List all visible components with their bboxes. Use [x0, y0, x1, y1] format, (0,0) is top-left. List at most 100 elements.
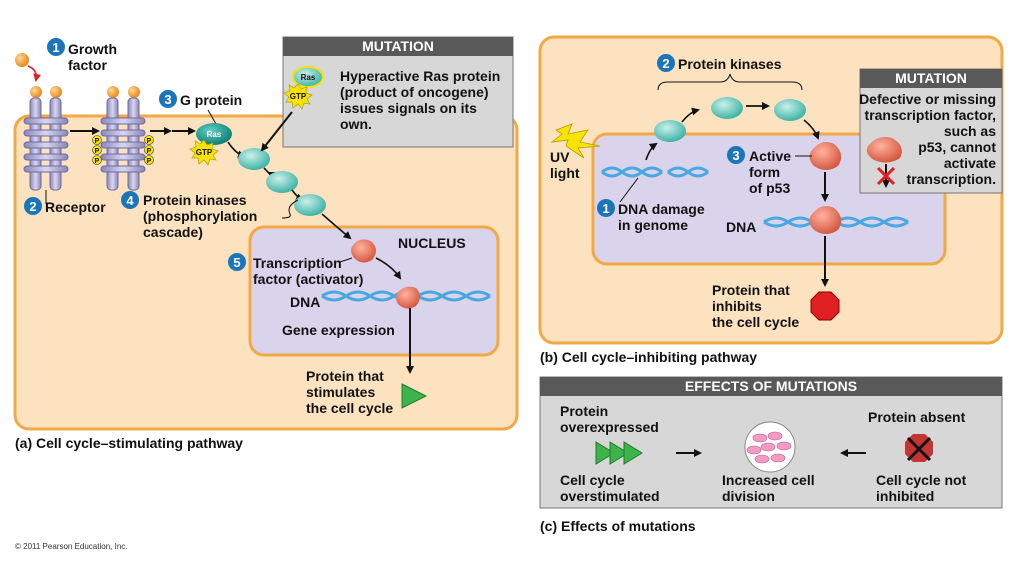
overstimulated-label-1: Cell cycle: [560, 472, 625, 488]
tf-label-1: Transcription: [253, 255, 342, 271]
mutation-header-a-bg: [283, 37, 513, 56]
step-number-a4: 4: [126, 193, 134, 208]
kinase-label-3: cascade): [143, 224, 203, 240]
p53-defective-icon: [866, 137, 902, 163]
step-number-b1: 1: [602, 201, 609, 216]
mutation-a-text-1: Hyperactive Ras protein: [340, 68, 500, 84]
damage-to-kinase-arrow: [645, 142, 658, 161]
kinase-b2-icon: [711, 97, 743, 119]
kinase-b1-icon: [654, 120, 686, 142]
receptor-label: Receptor: [45, 199, 106, 215]
inhibit-protein-label-2: inhibits: [712, 298, 762, 314]
step-badge-b2: [657, 54, 675, 72]
step-badge-a1: [47, 38, 65, 56]
kinase-2-icon: [266, 171, 298, 193]
mutation-a-arrow: [260, 111, 293, 152]
triple-triangle-icon: [595, 441, 643, 465]
growth-factor-label-1: Growth: [68, 41, 117, 57]
effects-header-bg: [540, 377, 1002, 396]
phospho-1: P: [95, 138, 100, 145]
p53-label-2: form: [749, 164, 780, 180]
gtp-label-a: GTP: [196, 148, 213, 157]
activator-on-dna-icon: [396, 286, 420, 309]
increased-division-label-2: division: [722, 488, 775, 504]
step-badge-a5: [228, 253, 246, 271]
step-badge-a2: [24, 197, 42, 215]
ras-label-a: Ras: [207, 130, 222, 139]
absent-stop-icon: [905, 434, 933, 462]
dna-damage-label-1: DNA damage: [618, 201, 705, 217]
copyright: © 2011 Pearson Education, Inc.: [15, 542, 127, 551]
gtp-label-mut: GTP: [290, 92, 307, 101]
blocked-x-icon: [876, 166, 896, 186]
receptor-2-icon: P P P P P P: [92, 86, 154, 191]
mutation-header-b: MUTATION: [895, 70, 967, 86]
p53-label-1: Active: [749, 148, 791, 164]
step-badge-b1: [597, 199, 615, 217]
mutation-b-text-4: p53, cannot: [918, 139, 996, 155]
kinase-3-icon: [294, 194, 326, 216]
mutation-a-text-2: (product of oncogene): [340, 84, 489, 100]
g-protein-pointer: [207, 109, 217, 125]
not-inhibited-label-1: Cell cycle not: [876, 472, 967, 488]
phospho-2: P: [95, 148, 100, 155]
inhibit-protein-label-1: Protein that: [712, 282, 790, 298]
mutation-b-text-5: activate: [944, 155, 996, 171]
caption-a: (a) Cell cycle–stimulating pathway: [15, 435, 243, 451]
phospho-4: P: [147, 138, 152, 145]
kinase-label-2: (phosphorylation: [143, 208, 257, 224]
stim-protein-label-1: Protein that: [306, 368, 384, 384]
tf-pointer: [339, 257, 353, 263]
kinase-bracket: [281, 199, 299, 219]
growth-factor-label-2: factor: [68, 57, 107, 73]
step-badge-b3: [727, 146, 745, 164]
dividing-cells-icon: [744, 421, 796, 473]
gtp-starburst-icon: [189, 139, 219, 166]
tf-to-dna-arrow: [375, 257, 402, 280]
ras-label-mut: Ras: [301, 73, 316, 82]
effects-header: EFFECTS OF MUTATIONS: [685, 378, 857, 394]
g-protein-label: G protein: [180, 92, 242, 108]
overstimulated-label-2: overstimulated: [560, 488, 660, 504]
damaged-dna-icon: [601, 166, 709, 178]
kinase-b-arrow-1: [681, 107, 700, 123]
kinase-1-icon: [238, 148, 270, 170]
panel-b: UV light 1 DNA damage in genome 2 Protei…: [538, 35, 1004, 365]
caption-b: (b) Cell cycle–inhibiting pathway: [540, 349, 757, 365]
mutation-b-text-1: Defective or missing: [859, 91, 996, 107]
kinase-brace: [657, 73, 803, 91]
p53-on-dna-icon: [809, 206, 842, 234]
overexpressed-label-1: Protein: [560, 403, 608, 419]
uv-lightning-icon: [550, 123, 601, 159]
caption-c: (c) Effects of mutations: [540, 518, 696, 534]
step-number-a2: 2: [29, 199, 36, 214]
p53-active-icon: [809, 142, 842, 170]
stimulating-protein-icon: [401, 383, 428, 409]
receptor-1-icon: [23, 86, 69, 191]
step-badge-a3: [159, 90, 177, 108]
uv-label-2: light: [550, 165, 580, 181]
kinase-b3-icon: [774, 99, 806, 121]
panel-c: EFFECTS OF MUTATIONS Protein overexpress…: [539, 376, 1003, 534]
mutation-a-text-4: own.: [340, 116, 372, 132]
phospho-3: P: [95, 158, 100, 165]
stim-protein-label-2: stimulates: [306, 384, 375, 400]
not-inhibited-label-2: inhibited: [876, 488, 934, 504]
kinase-label-1: Protein kinases: [143, 192, 247, 208]
p53-label-3: of p53: [749, 180, 790, 196]
step-number-a3: 3: [164, 92, 171, 107]
stop-sign-icon: [810, 291, 840, 321]
transcription-factor-icon: [351, 239, 376, 263]
mutation-b-text-6: transcription.: [907, 171, 996, 187]
mutation-header-b-bg: [860, 69, 1002, 88]
cascade-arrow-4: [321, 213, 352, 240]
step-number-b3: 3: [732, 148, 739, 163]
gtp-mutant-icon: [283, 83, 313, 110]
nucleus-label: NUCLEUS: [398, 235, 466, 251]
growth-factor-arrow: [27, 65, 42, 82]
increased-division-label-1: Increased cell: [722, 472, 815, 488]
uv-label-1: UV: [550, 149, 570, 165]
mutation-header-a: MUTATION: [362, 38, 434, 54]
stim-protein-label-3: the cell cycle: [306, 400, 393, 416]
